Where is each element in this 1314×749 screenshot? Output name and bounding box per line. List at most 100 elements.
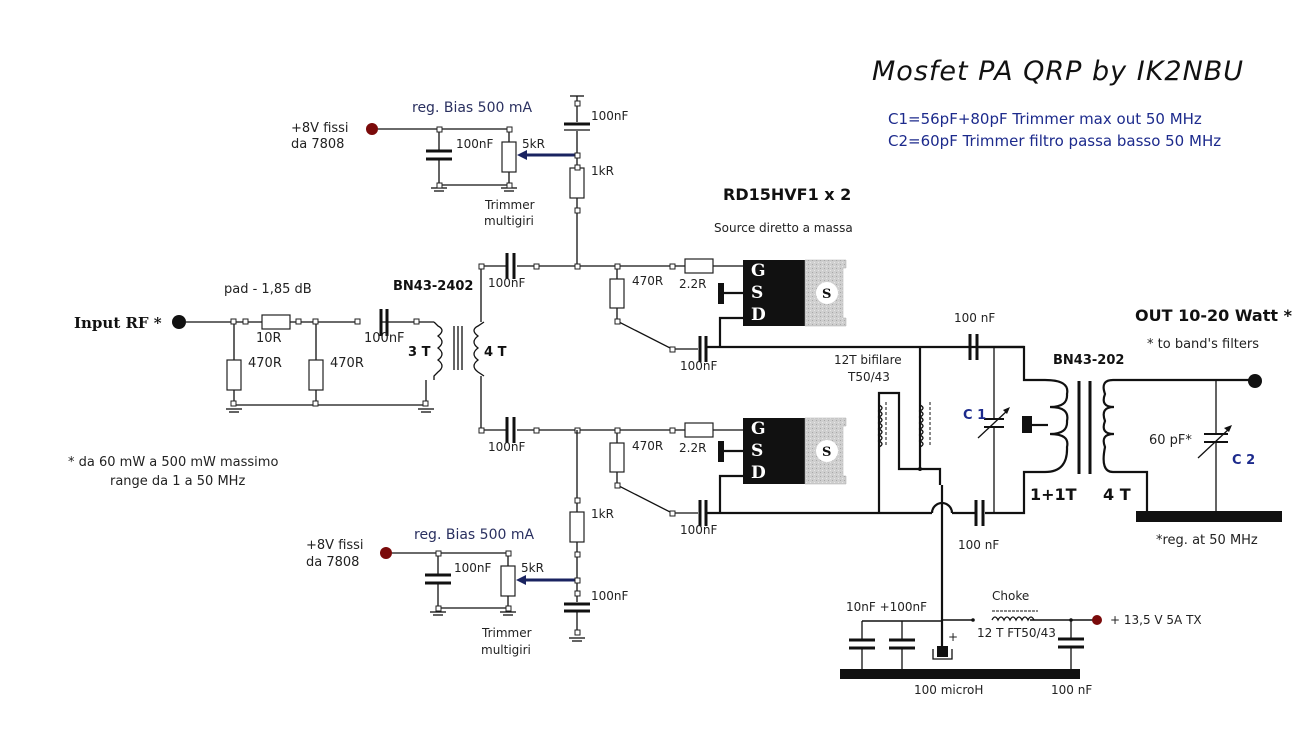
bias-bottom-cap-label: 100nF [454, 561, 492, 575]
input-transformer-core: BN43-2402 [393, 279, 473, 294]
bifilar-label-2: T50/43 [847, 370, 890, 384]
bias-top-trimmer-type-2: multigiri [484, 214, 534, 228]
gate-top-gate-resistor [684, 258, 714, 274]
bias-top-feed-resistor-label: 1kR [591, 164, 614, 178]
bias-top-trimmer-label: 5kR [522, 137, 545, 151]
mosfet-bottom-pin-s: S [751, 441, 763, 461]
output-stage: 12T bifilare T50/43 100 nF 100 nF C 1 BN… [834, 306, 1293, 655]
mosfet-top-pin-d: D [751, 305, 766, 325]
supply-section: 10nF +100nF + Choke 12 T FT50/43 + 13,5 … [840, 589, 1202, 697]
mosfet-part-label: RD15HVF1 x 2 [723, 185, 851, 204]
bias-top-supply-line1: +8V fissi [291, 121, 349, 136]
bias-bottom-trimmer-type-1: Trimmer [481, 626, 532, 640]
gate-bottom-feedback-resistor-label: 470R [632, 439, 663, 453]
bias-bottom-trimmer-type-2: multigiri [481, 643, 531, 657]
bias-top-cap-label: 100nF [456, 137, 494, 151]
mosfet-bottom-pin-g: G [751, 419, 766, 439]
bias-top-trimmer-type-1: Trimmer [484, 198, 535, 212]
gate-bottom-coupling-cap-label: 100nF [488, 440, 526, 454]
output-ground-bar [1136, 511, 1282, 522]
supply-terminal [1092, 615, 1102, 625]
output-primary-turns: 1+1T [1030, 485, 1077, 504]
supply-caps-label: 10nF +100nF [846, 600, 927, 614]
bias-bottom-supply-terminal [380, 547, 392, 559]
bias-bottom-supply-line1: +8V fissi [306, 538, 364, 553]
electrolytic-plus: + [948, 630, 958, 644]
output-secondary-turns: 4 T [1103, 485, 1131, 504]
gate-bottom-gate-resistor [684, 422, 714, 438]
output-top-cap-label: 100 nF [954, 311, 995, 325]
bias-top-supply-terminal [366, 123, 378, 135]
electrolytic-cap [937, 646, 948, 657]
bifilar-winding-1 [877, 391, 942, 513]
reg-note: *reg. at 50 MHz [1156, 533, 1258, 548]
mosfet-top-tab-label: S [822, 287, 831, 302]
secondary-turns-label: 4 T [484, 345, 507, 360]
gate-top-feedback-resistor [609, 278, 625, 309]
output-terminal [1248, 374, 1262, 388]
gate-top-gate-resistor-label: 2.2R [679, 277, 706, 291]
primary-turns-label: 3 T [408, 345, 431, 360]
filter-cap-label: 100 nF [1051, 683, 1092, 697]
resistor-10r-label: 10R [256, 331, 282, 346]
input-rf-label: Input RF * [74, 314, 162, 332]
shunt-resistor-2 [308, 359, 324, 391]
choke-spec: 12 T FT50/43 [977, 626, 1056, 640]
supply-ground-bar [840, 669, 1080, 679]
choke-label: Choke [992, 589, 1029, 603]
bias-bottom: 1kR 100nF +8V fissi da 7808 reg. Bias 50… [306, 430, 629, 657]
bias-top-feed-resistor [569, 167, 585, 199]
bifilar-label-1: 12T bifilare [834, 353, 902, 367]
gate-network-top: 100nF 470R 2.2R 100nF [478, 253, 745, 373]
output-transformer-core: BN43-202 [1053, 353, 1124, 368]
output-bottom-cap-label: 100 nF [958, 538, 999, 552]
electrolytic-label: 100 microH [914, 683, 983, 697]
gate-bottom-feedback-cap-label: 100nF [680, 523, 718, 537]
input-section: Input RF * pad - 1,85 dB 10R 100nF 470R … [74, 282, 434, 413]
shunt-resistor-2-label: 470R [330, 356, 364, 371]
output-note: * to band's filters [1147, 337, 1259, 352]
bias-bottom-title: reg. Bias 500 mA [414, 527, 534, 543]
mosfet-bottom-body [743, 418, 805, 484]
bias-bottom-trimmer-label: 5kR [521, 561, 544, 575]
c2-value-label: 60 pF* [1149, 433, 1192, 448]
bias-bottom-decoupling-label: 100nF [591, 589, 629, 603]
input-note-line2: range da 1 a 50 MHz [110, 474, 245, 489]
mosfet-top-pin-s: S [751, 283, 763, 303]
bias-bottom-supply-line2: da 7808 [306, 555, 359, 570]
supply-label: + 13,5 V 5A TX [1110, 613, 1202, 627]
gate-top-feedback-cap-label: 100nF [680, 359, 718, 373]
choke-coil [991, 616, 1035, 622]
c2-label: C 2 [1232, 453, 1255, 468]
bias-top-trimmer [501, 141, 517, 173]
output-label: OUT 10-20 Watt * [1135, 306, 1293, 325]
gate-bottom-gate-resistor-label: 2.2R [679, 441, 706, 455]
mosfet-top-body [743, 260, 805, 326]
bias-top-decoupling-label: 100nF [591, 109, 629, 123]
bias-top: +8V fissi da 7808 reg. Bias 500 mA 100nF… [291, 95, 629, 266]
mosfet-top-pin-g: G [751, 261, 766, 281]
mosfet-bottom-pin-d: D [751, 463, 766, 483]
shunt-resistor-1-label: 470R [248, 356, 282, 371]
gate-network-bottom: 100nF 470R 2.2R 100nF [478, 417, 745, 537]
mosfet-top: RD15HVF1 x 2 Source diretto a massa S G … [707, 185, 1024, 349]
bias-top-supply-line2: da 7808 [291, 137, 344, 152]
bias-top-title: reg. Bias 500 mA [412, 100, 532, 116]
input-cap-label: 100nF [364, 331, 405, 346]
resistor-10r [261, 314, 291, 330]
gate-top-feedback-resistor-label: 470R [632, 274, 663, 288]
mosfet-note: Source diretto a massa [714, 221, 853, 235]
shunt-resistor-1 [226, 359, 242, 391]
input-note-line1: * da 60 mW a 500 mW massimo [68, 455, 278, 470]
input-rf-terminal [172, 315, 186, 329]
c2-note: C2=60pF Trimmer filtro passa basso 50 MH… [888, 132, 1221, 150]
schematic-title: Mosfet PA QRP by IK2NBU [872, 56, 1244, 87]
c1-note: C1=56pF+80pF Trimmer max out 50 MHz [888, 110, 1202, 128]
bias-bottom-trimmer [500, 565, 516, 597]
bias-bottom-feed-resistor [569, 511, 585, 543]
gate-top-coupling-cap-label: 100nF [488, 276, 526, 290]
bias-bottom-feed-resistor-label: 1kR [591, 507, 614, 521]
c1-label: C 1 [963, 408, 986, 423]
gate-bottom-feedback-resistor [609, 442, 625, 473]
